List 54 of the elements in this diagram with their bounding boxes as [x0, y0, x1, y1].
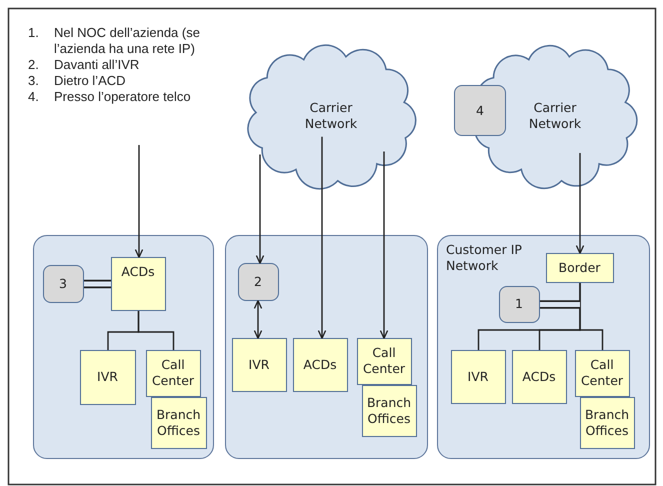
connector-line — [579, 283, 604, 350]
arrow — [254, 300, 262, 340]
arrow — [576, 153, 584, 254]
cloud-label: Carrier Network — [304, 100, 358, 132]
network-panel — [437, 235, 650, 459]
component-box — [362, 384, 416, 436]
box-label: Branch Offices — [155, 406, 202, 438]
box-label: ACDs — [303, 356, 337, 372]
panel-title: Customer IP Network — [446, 242, 523, 274]
arrow — [134, 145, 144, 258]
box-label: Border — [558, 260, 600, 276]
box-label: Call Center — [362, 345, 406, 377]
list-item: 2. Davanti all’IVR — [28, 57, 140, 73]
box-label: IVR — [468, 368, 488, 384]
component-box — [512, 350, 566, 404]
box-label: Branch Offices — [584, 406, 630, 438]
arrow — [380, 152, 388, 340]
component-box — [110, 256, 166, 310]
component-box — [146, 350, 200, 396]
location-marker — [454, 85, 506, 136]
connector-line — [84, 280, 111, 288]
cloud-label: Carrier Network — [528, 100, 582, 132]
arrow — [256, 154, 264, 264]
box-label: Call Center — [150, 357, 196, 389]
component-box — [292, 338, 348, 392]
list-item: 3. Dietro l’ACD — [28, 73, 127, 89]
component-box — [546, 252, 614, 282]
list-item: 1. Nel NOC dell’azienda (se l’azienda ha una rete IP) — [28, 25, 201, 57]
list-item: 4. Presso l’operatore telco — [28, 89, 192, 105]
component-box — [450, 350, 506, 404]
box-label: ACDs — [121, 264, 155, 280]
connector-line — [540, 300, 580, 309]
box-label: 4 — [476, 102, 484, 118]
connector-line — [138, 311, 174, 350]
network-panel — [33, 235, 214, 459]
box-label: 3 — [59, 276, 67, 292]
box-label: IVR — [97, 369, 118, 385]
box-label: 1 — [515, 296, 523, 312]
location-marker — [238, 262, 278, 300]
component-box — [232, 338, 286, 392]
component-box — [580, 396, 634, 448]
arrow — [318, 136, 326, 340]
box-label: ACDs — [522, 368, 556, 384]
box-label: 2 — [254, 274, 262, 290]
component-box — [356, 338, 412, 384]
component-box — [80, 350, 136, 404]
component-box — [574, 350, 630, 396]
box-label: Call Center — [580, 357, 624, 389]
location-marker — [42, 264, 84, 302]
component-box — [150, 396, 206, 448]
box-label: IVR — [248, 356, 270, 372]
location-marker — [498, 286, 540, 322]
box-label: Branch Offices — [366, 394, 412, 426]
network-panel — [225, 235, 428, 459]
